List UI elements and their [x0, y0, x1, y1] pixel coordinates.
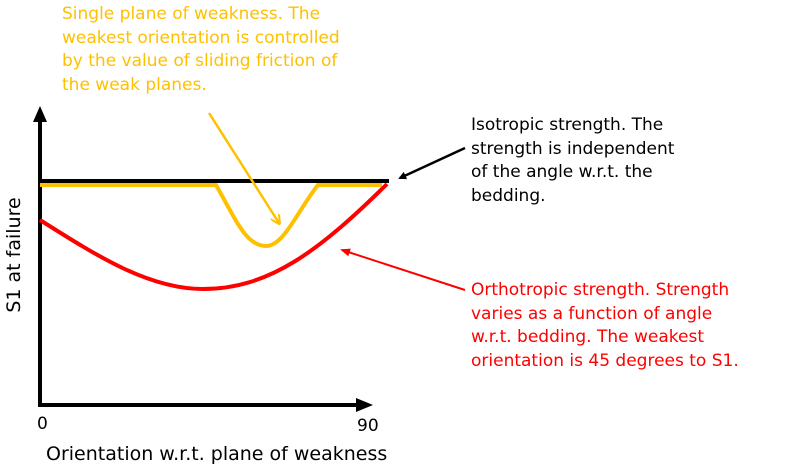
- annotation-line: by the value of sliding friction of: [62, 51, 338, 71]
- x-tick-end: 90: [357, 416, 379, 436]
- annotation-line: of the angle w.r.t. the: [471, 162, 653, 182]
- orthotropic-annotation: Orthotropic strength. Strength varies as…: [471, 279, 739, 373]
- annotation-line: Single plane of weakness. The: [62, 4, 321, 24]
- weak-plane-strength-curve: [40, 183, 382, 249]
- annotation-line: weakest orientation is controlled: [62, 27, 340, 48]
- isotropic-pointer-arrow: [398, 146, 466, 180]
- annotation-line: orientation is 45 degrees to S1.: [471, 350, 739, 371]
- y-axis-label: S1 at failure: [3, 197, 25, 313]
- weak-plane-annotation: Single plane of weakness. The weakest or…: [62, 3, 340, 97]
- orthotropic-strength-curve: [38, 182, 389, 292]
- annotation-line: w.r.t. bedding. The weakest: [471, 327, 705, 347]
- x-axis-label: Orientation w.r.t. plane of weakness: [46, 443, 388, 465]
- y-axis-arrowhead: [33, 106, 47, 122]
- annotation-line: Isotropic strength. The: [471, 115, 664, 135]
- annotation-line: varies as a function of angle: [471, 303, 713, 324]
- annotation-line: bedding.: [471, 185, 546, 206]
- weak-plane-pointer-arrow: [207, 112, 279, 223]
- orthotropic-pointer-arrow: [340, 248, 466, 291]
- annotation-line: Orthotropic strength. Strength: [471, 280, 730, 300]
- isotropic-annotation: Isotropic strength. The strength is inde…: [471, 114, 674, 208]
- x-axis-arrowhead: [356, 398, 373, 412]
- x-tick-start: 0: [37, 414, 48, 434]
- annotation-line: strength is independent: [471, 138, 675, 159]
- annotation-line: the weak planes.: [62, 74, 207, 95]
